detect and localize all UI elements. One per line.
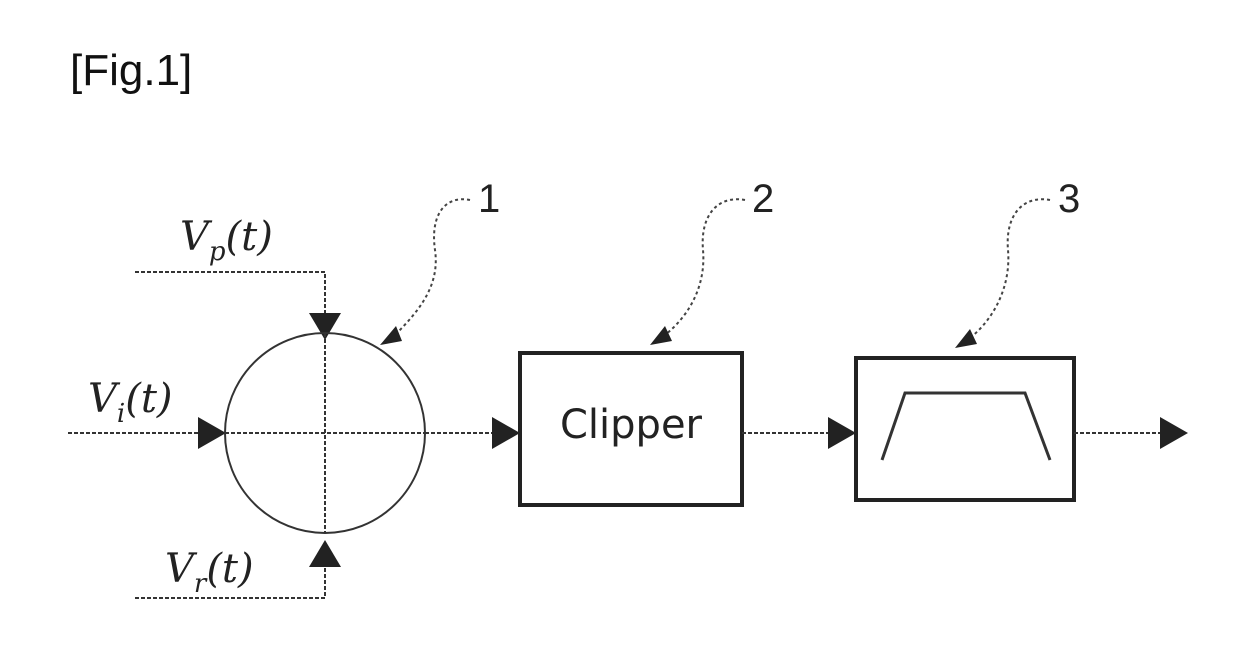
- bandpass-filter-block: [854, 356, 1076, 502]
- leader-line-1: [394, 198, 471, 336]
- input-arrow-top: [309, 313, 341, 340]
- output-arrow: [1160, 417, 1188, 449]
- arrow-into-filter: [828, 417, 856, 449]
- leader-arrow-1: [380, 326, 402, 345]
- clipper-label: Clipper: [560, 402, 703, 448]
- input-arrow-left: [198, 417, 226, 449]
- leader-line-2: [664, 198, 746, 336]
- label-vp: Vp(t): [180, 214, 273, 267]
- clipper-block: [518, 351, 744, 507]
- leader-line-3: [969, 198, 1051, 339]
- bandpass-filter-icon: [880, 391, 1052, 461]
- arrow-into-clipper: [492, 417, 520, 449]
- figure-label: [Fig.1]: [70, 46, 192, 95]
- input-line-bottom: [135, 565, 326, 599]
- leader-arrow-3: [955, 329, 977, 348]
- input-line-top: [135, 271, 326, 315]
- label-vi: Vi(t): [88, 376, 173, 429]
- ref-number-3: 3: [1058, 177, 1080, 221]
- label-vr: Vr(t): [165, 546, 254, 599]
- ref-number-1: 1: [478, 177, 500, 221]
- input-arrow-bottom: [309, 540, 341, 567]
- ref-number-2: 2: [752, 177, 774, 221]
- leader-arrow-2: [650, 326, 672, 345]
